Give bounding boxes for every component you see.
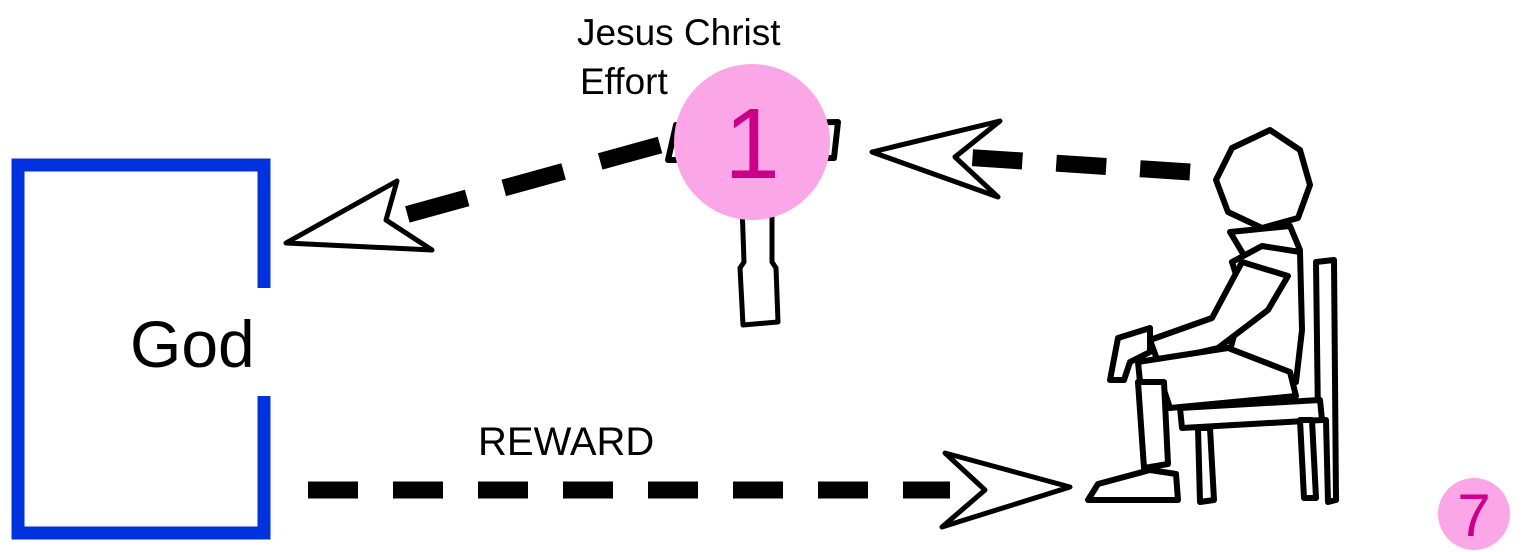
jesus-christ-label: Jesus Christ <box>577 12 781 53</box>
page-number-badge: 7 <box>1438 478 1510 550</box>
reward-label: REWARD <box>478 420 654 464</box>
arrow-person-to-signpost <box>872 121 1190 197</box>
arrow-signpost-to-god <box>286 145 660 250</box>
arrow-reward <box>308 453 1070 527</box>
god-label: God <box>130 307 255 381</box>
badge-number-1: 1 <box>674 64 830 220</box>
badge-number-1-text: 1 <box>724 88 780 200</box>
effort-label: Effort <box>580 61 668 102</box>
page-number-text: 7 <box>1457 482 1490 549</box>
seated-person-icon <box>1088 130 1336 502</box>
